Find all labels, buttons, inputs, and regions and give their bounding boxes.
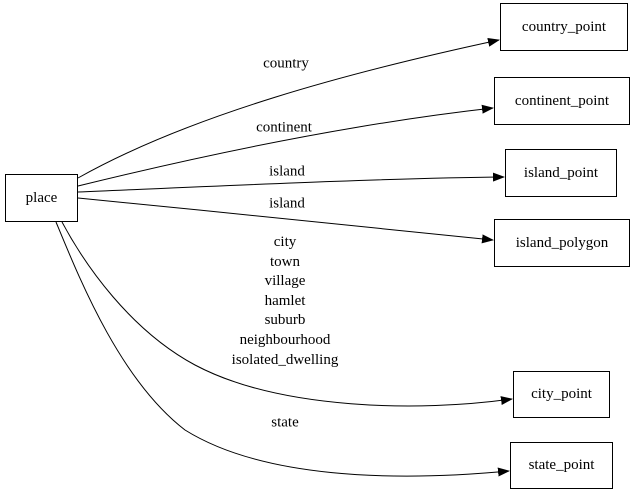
node-place: place (5, 174, 78, 222)
node-continent-point-label: continent_point (514, 92, 610, 109)
node-country-point: country_point (500, 3, 628, 51)
edge-label-line-neighbourhood: neighbourhood (239, 331, 331, 348)
edge-place-country-point (77, 37, 500, 179)
edge-label-line-isolated-dwelling: isolated_dwelling (231, 351, 339, 368)
node-state-point-label: state_point (528, 457, 595, 473)
edge-label-line-town: town (270, 253, 300, 270)
edge-label-state: state (271, 414, 299, 431)
edge-place-island-point (77, 172, 505, 193)
node-island-point-label: island_point (523, 164, 599, 181)
edge-label-line-city: city (273, 234, 297, 250)
edge-label-city-types: city town village hamlet suburb neighbou… (232, 233, 339, 370)
node-state-point: state_point (510, 442, 613, 489)
node-island-polygon-label: island_polygon (515, 234, 609, 251)
edge-place-state-point (55, 221, 510, 477)
node-city-point: city_point (513, 371, 610, 418)
edge-place-continent-point (77, 104, 494, 187)
edge-label-island-polygon: island (269, 195, 305, 212)
edge-place-island-polygon (77, 197, 494, 244)
node-island-point: island_point (505, 149, 617, 197)
node-continent-point: continent_point (494, 77, 630, 125)
node-city-point-label: city_point (531, 386, 592, 402)
node-country-point-label: country_point (521, 18, 607, 35)
edge-label-country: country (263, 55, 309, 72)
node-island-polygon: island_polygon (494, 219, 630, 267)
edge-label-island-point: island (269, 163, 305, 180)
edge-label-line-hamlet: hamlet (264, 292, 306, 309)
node-place-label: place (25, 189, 58, 206)
edge-label-line-village: village (264, 273, 306, 290)
edge-label-continent: continent (256, 119, 312, 136)
edge-label-line-suburb: suburb (264, 312, 306, 329)
edge-place-city-point (61, 221, 513, 407)
